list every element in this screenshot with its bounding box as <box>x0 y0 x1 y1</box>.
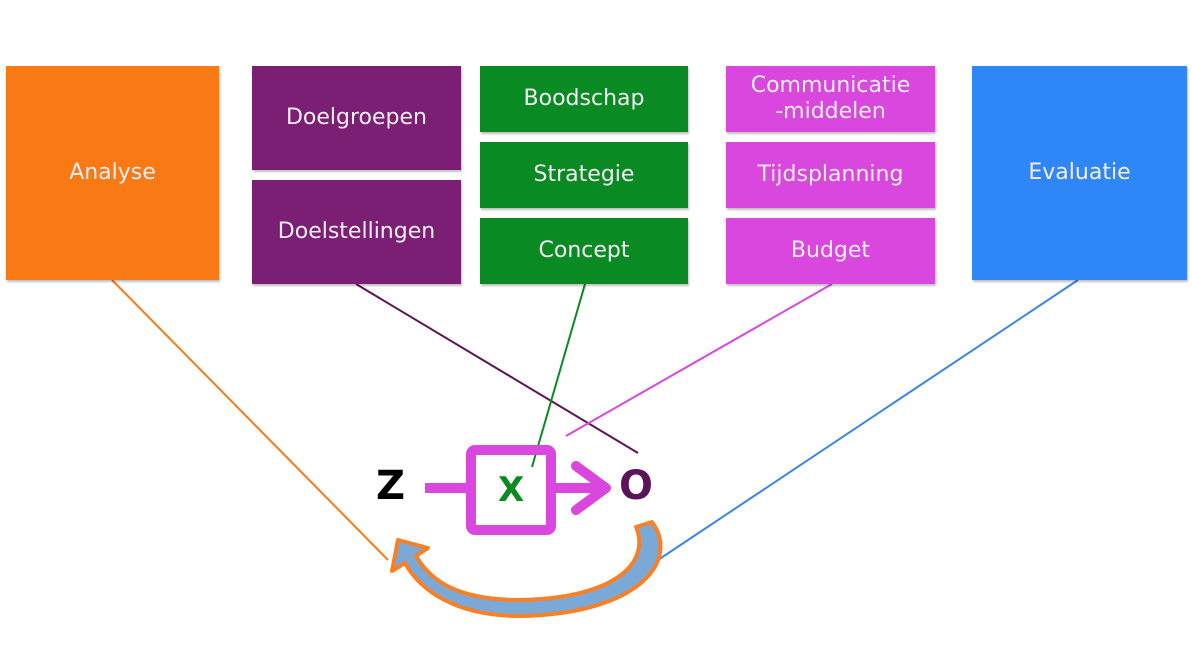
box-strategie-label: Strategie <box>533 162 635 187</box>
box-tijdsplanning-label: Tijdsplanning <box>757 162 904 187</box>
box-concept: Concept <box>480 218 688 284</box>
box-evaluatie-label: Evaluatie <box>1028 160 1131 185</box>
box-boodschap: Boodschap <box>480 66 688 132</box>
label-z: Z <box>376 463 406 509</box>
box-communicatiemiddelen-label-line2: -middelen <box>775 99 886 124</box>
output-arrow-head <box>571 461 611 515</box>
box-communicatiemiddelen: Communicatie -middelen <box>726 66 935 132</box>
process-box <box>466 445 556 535</box>
connector-concept <box>531 283 586 468</box>
box-analyse-label: Analyse <box>69 160 156 185</box>
box-budget-label: Budget <box>790 238 871 263</box>
box-analyse: Analyse <box>6 66 219 280</box>
box-doelstellingen: Doelstellingen <box>252 180 461 284</box>
box-communicatiemiddelen-label-line1: Communicatie <box>750 73 911 98</box>
connector-budget <box>565 283 833 437</box>
box-doelgroepen-label: Doelgroepen <box>285 105 427 130</box>
box-doelstellingen-label: Doelstellingen <box>277 219 436 244</box>
connector-evaluatie <box>657 279 1079 561</box>
box-evaluatie: Evaluatie <box>972 66 1187 280</box>
box-strategie: Strategie <box>480 142 688 208</box>
box-tijdsplanning: Tijdsplanning <box>726 142 935 208</box>
connector-analyse <box>111 279 389 561</box>
label-x: X <box>498 470 525 510</box>
box-doelgroepen: Doelgroepen <box>252 66 461 170</box>
box-boodschap-label: Boodschap <box>523 86 645 111</box>
connector-doelstellingen <box>355 283 639 454</box>
feedback-arrow-icon <box>390 520 663 618</box>
label-o: O <box>619 463 654 509</box>
box-concept-label: Concept <box>538 238 630 263</box>
box-budget: Budget <box>726 218 935 284</box>
